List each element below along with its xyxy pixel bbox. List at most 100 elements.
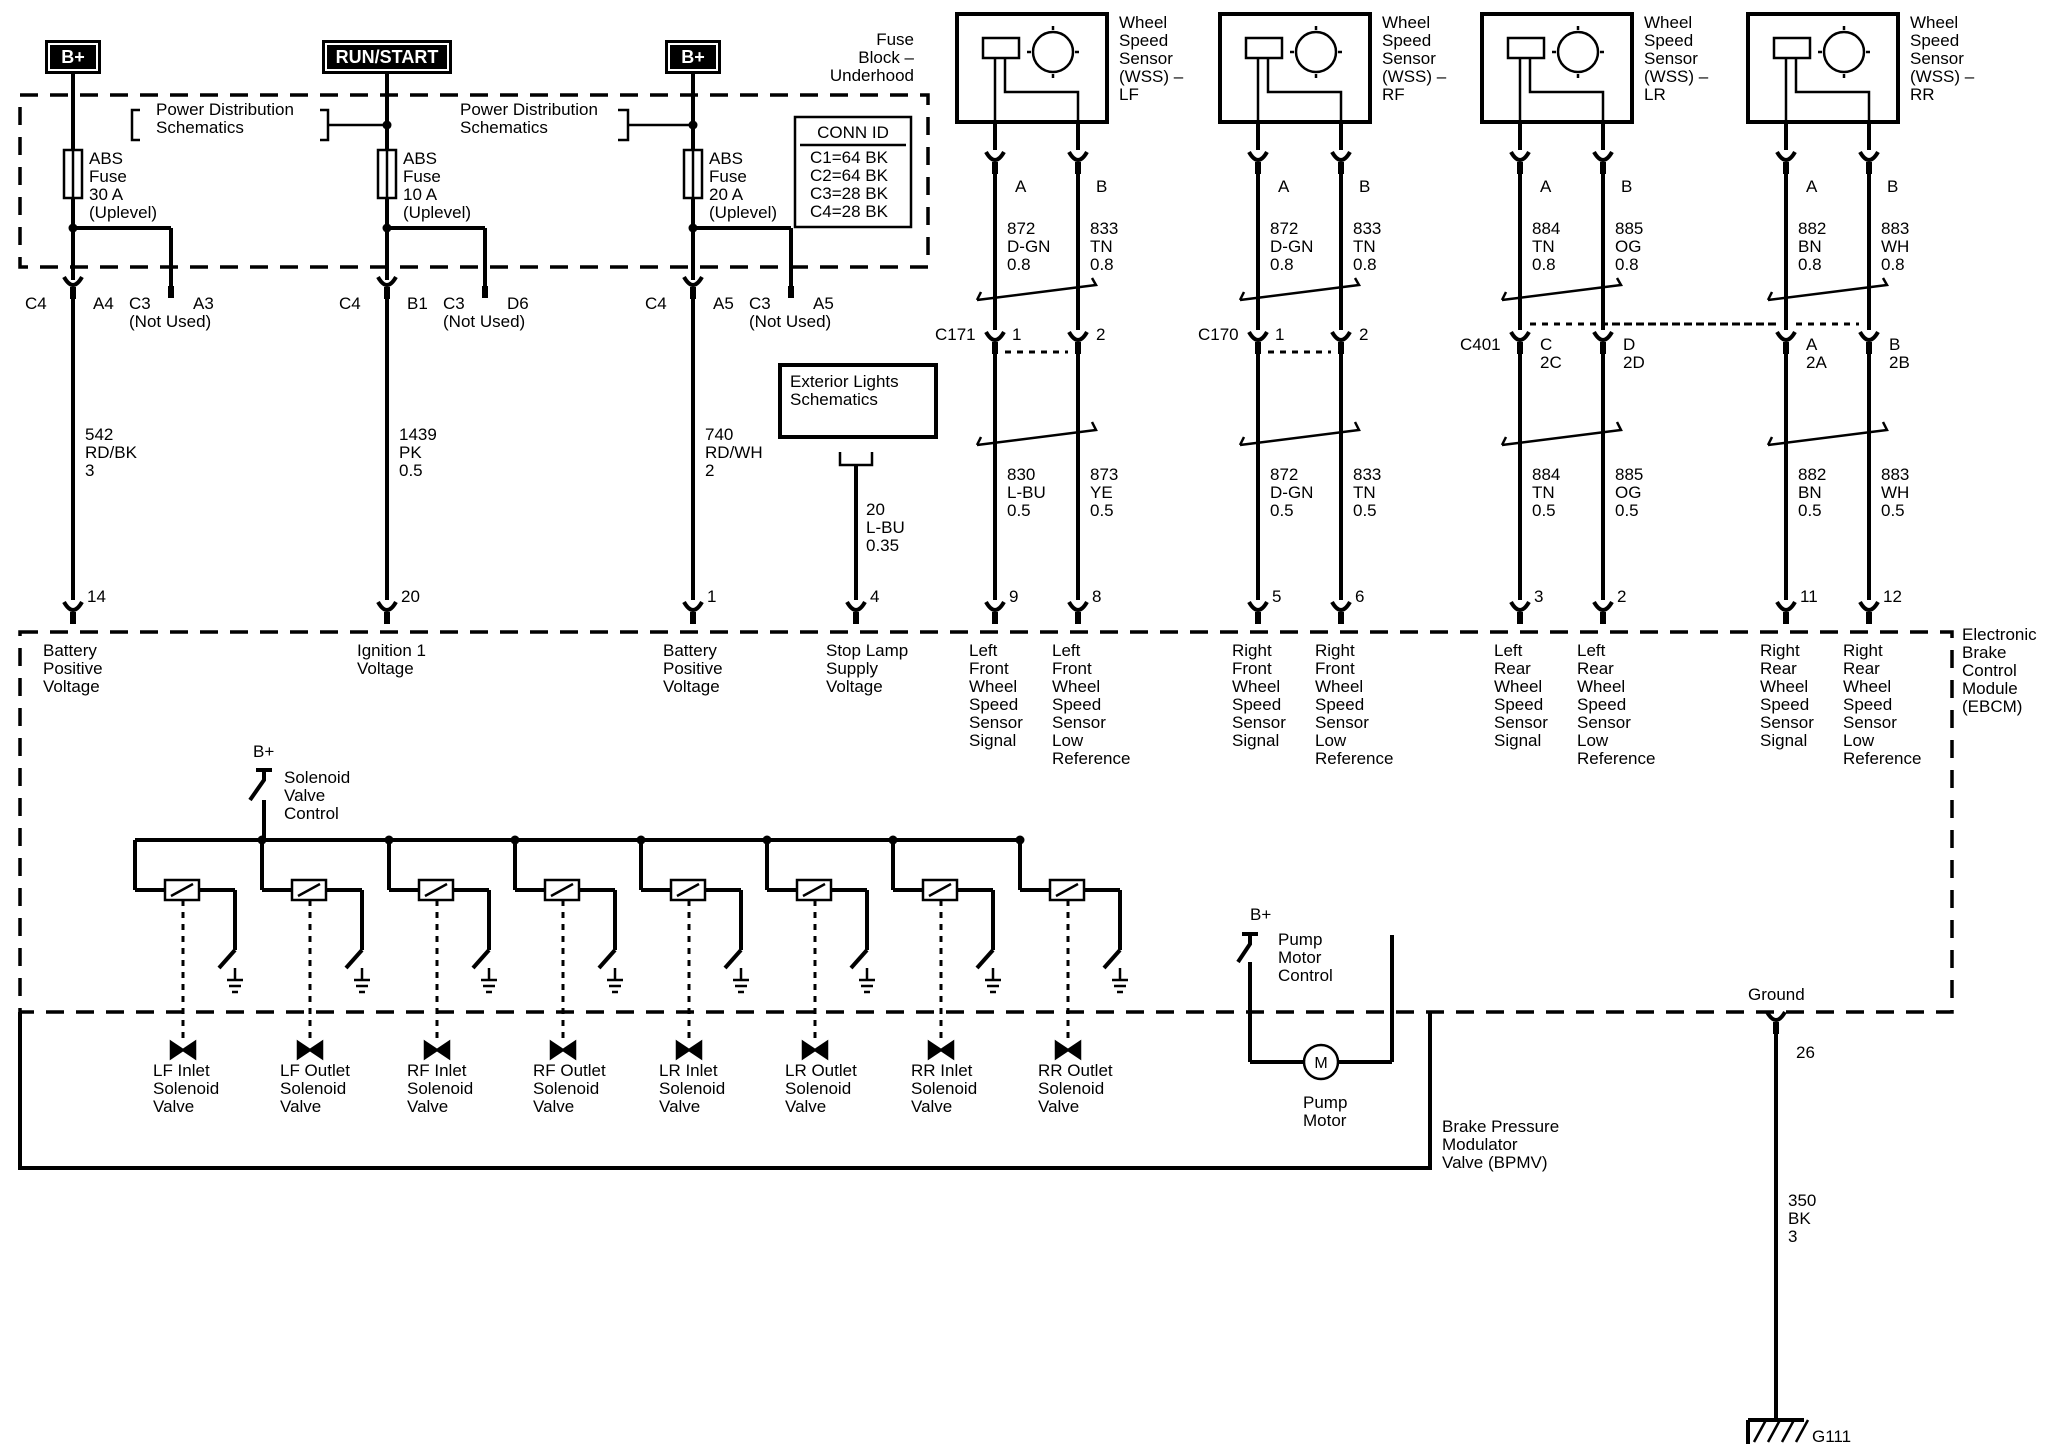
ebcm-pin-label-line: Speed: [1843, 695, 1892, 714]
fuse-block-label-line: Block –: [858, 48, 914, 67]
valve-icon-fill: [677, 1042, 689, 1058]
pin-label: A: [1806, 177, 1818, 196]
ebcm-terminal-cup: [62, 600, 84, 612]
coil-winding: [802, 882, 826, 898]
ebcm-pin-label-line: Left: [1577, 641, 1606, 660]
ebcm-name-line: Electronic: [1962, 625, 2037, 644]
wss-label-line: Wheel: [1644, 13, 1692, 32]
solenoid-control-label-line: Solenoid: [284, 768, 350, 787]
ebcm-pin-label-line: Wheel: [1232, 677, 1280, 696]
c401-pins-lr-a-line: C: [1540, 335, 1552, 354]
ebcm-pin-label-line: Wheel: [1052, 677, 1100, 696]
coil-winding: [676, 882, 700, 898]
valve-label-line: RR Outlet: [1038, 1061, 1113, 1080]
wire-spec-line: 0.8: [1881, 255, 1905, 274]
sensor-terminal-a-pin: [992, 162, 998, 174]
wire-spec-line: TN: [1090, 237, 1113, 256]
wire-spec-line: PK: [399, 443, 422, 462]
conn-label: C3: [129, 294, 151, 313]
sensor-terminal-a-cup: [1509, 150, 1531, 162]
ebcm-terminal-cup: [1330, 600, 1352, 612]
ebcm-pin-label-line: Positive: [663, 659, 723, 678]
pin-label: A: [1015, 177, 1027, 196]
sensor-terminal-b-cup: [1067, 150, 1089, 162]
ebcm-terminal-cup: [1592, 600, 1614, 612]
wire-spec-line: TN: [1353, 237, 1376, 256]
wire-spec-line: 882: [1798, 465, 1826, 484]
wss-coil: [1556, 30, 1600, 74]
exterior-lights-ref-line: Exterior Lights: [790, 372, 899, 391]
valve-icon-fill: [298, 1042, 310, 1058]
ebcm-pin-label-line: Wheel: [1577, 677, 1625, 696]
valve-label-line: Valve: [659, 1097, 700, 1116]
ground-hatch: [1780, 1419, 1796, 1443]
wss-lead: [1528, 58, 1605, 122]
valve-label-line: LF Outlet: [280, 1061, 350, 1080]
ground-wire-spec-line: BK: [1788, 1209, 1811, 1228]
valve-label-line: Valve: [280, 1097, 321, 1116]
sensor-terminal-b-pin: [1600, 162, 1606, 174]
ebcm-pin-label-line: Reference: [1843, 749, 1921, 768]
valve-label-line: Valve: [785, 1097, 826, 1116]
ebcm-pin-number: 6: [1355, 587, 1364, 606]
power-source-label: RUN/START: [336, 47, 439, 67]
valve-icon-fill: [1068, 1042, 1080, 1058]
ebcm-pin-label-line: Battery: [663, 641, 717, 660]
wire-spec-line: TN: [1353, 483, 1376, 502]
ground-wire-spec-line: 350: [1788, 1191, 1816, 1210]
ebcm-pin-number: 2: [1617, 587, 1626, 606]
wire-spec-line: YE: [1090, 483, 1113, 502]
fuse-label-line: ABS: [89, 149, 123, 168]
driver-switch: [471, 948, 491, 970]
stop-lamp-wire-spec-line: L-BU: [866, 518, 905, 537]
bpmv-name-line: Modulator: [1442, 1135, 1518, 1154]
ebcm-pin-label-line: Right: [1315, 641, 1355, 660]
coil-winding: [170, 882, 194, 898]
ebcm-pin-label-line: Speed: [1315, 695, 1364, 714]
wss-lead: [1794, 58, 1871, 122]
valve-label-line: Valve: [911, 1097, 952, 1116]
ground-hatch: [1752, 1419, 1768, 1443]
wss-element: [1506, 36, 1546, 60]
ebcm-pin-label-line: Signal: [1494, 731, 1541, 750]
fuse-terminal-cup: [682, 275, 704, 287]
wss-label-line: Speed: [1910, 31, 1959, 50]
ebcm-terminal-cup: [984, 600, 1006, 612]
sensor-terminal-b-cup: [1330, 150, 1352, 162]
wire-spec-line: RD/WH: [705, 443, 763, 462]
pin-label: A: [1540, 177, 1552, 196]
inline-connector-name: C401: [1460, 335, 1501, 354]
conn-id-rows-line: C2=64 BK: [810, 166, 889, 185]
wss-label-line: LF: [1119, 85, 1139, 104]
valve-label-line: RF Inlet: [407, 1061, 467, 1080]
wire-spec-line: 0.5: [1615, 501, 1639, 520]
wss-box: [1218, 12, 1372, 124]
inline-terminal-b-pin: [1338, 342, 1344, 354]
inline-terminal-b-cup: [1330, 330, 1352, 342]
wire-spec-line: 882: [1798, 219, 1826, 238]
conn-id-rows-line: C4=28 BK: [810, 202, 889, 221]
valve-icon-fill: [551, 1042, 563, 1058]
wire-spec-line: 833: [1090, 219, 1118, 238]
ebcm-pin-label-line: Front: [1232, 659, 1272, 678]
solenoid-control-label-line: Control: [284, 804, 339, 823]
ebcm-pin-label-line: Low: [1843, 731, 1875, 750]
wire-spec-line: 0.8: [1532, 255, 1556, 274]
ebcm-pin-label-line: Sensor: [1577, 713, 1631, 732]
valve-label-line: Solenoid: [533, 1079, 599, 1098]
sensor-terminal-b-pin: [1075, 162, 1081, 174]
power-distribution-ref-left-line: Power Distribution: [156, 100, 294, 119]
